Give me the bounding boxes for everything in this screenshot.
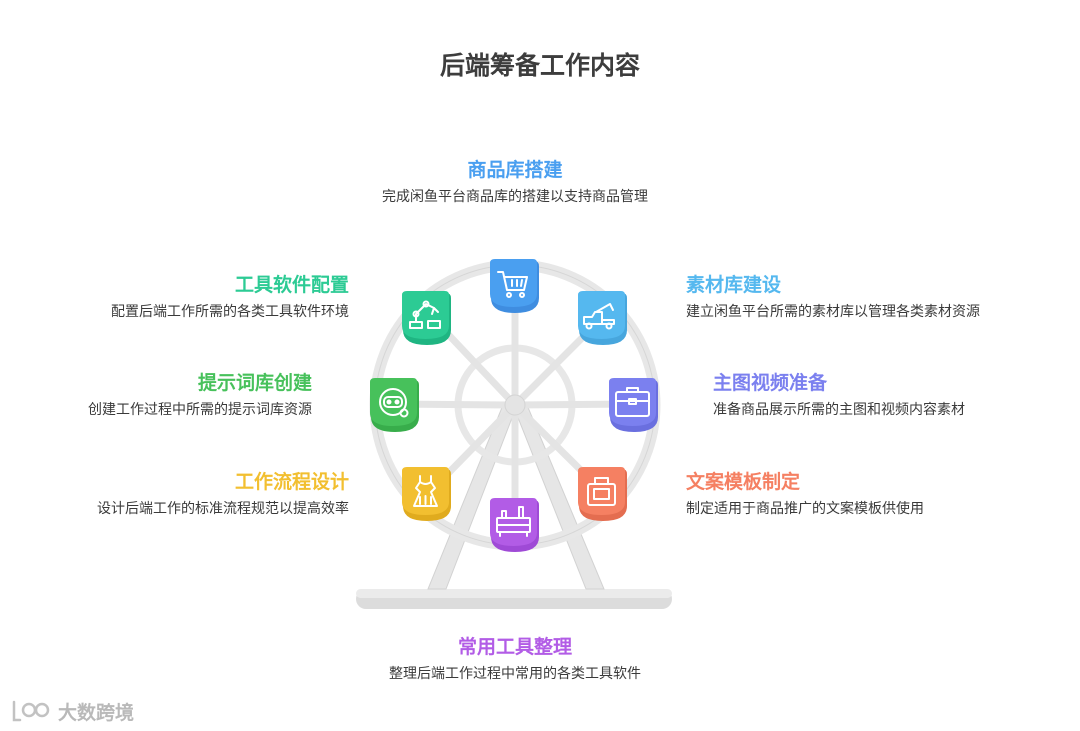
item-desc: 完成闲鱼平台商品库的搭建以支持商品管理 [382,189,648,205]
item-desc: 整理后端工作过程中常用的各类工具软件 [389,666,641,682]
item-desc: 配置后端工作所需的各类工具软件环境 [111,304,349,320]
item-title: 素材库建设 [686,274,782,296]
item-title: 工具软件配置 [234,274,349,296]
item-product-library: 商品库搭建 完成闲鱼平台商品库的搭建以支持商品管理 [340,157,690,208]
tow-truck-icon [583,303,615,330]
briefcase-icon [615,387,650,417]
item-title: 提示词库创建 [197,372,312,394]
pod-product-library [490,259,539,313]
wheel-hub [504,394,526,416]
item-title: 文案模板制定 [686,471,801,493]
bag-icon [587,477,616,506]
pod-tool-software [402,291,451,345]
pod-main-image-video [609,378,658,432]
pod-workflow-design [402,467,451,521]
item-common-tools: 常用工具整理 整理后端工作过程中常用的各类工具软件 [340,634,690,685]
item-title: 常用工具整理 [457,636,572,658]
item-title: 工作流程设计 [234,471,349,493]
pod-material-library [578,291,627,345]
watermark: 大数跨境 [10,696,134,726]
item-desc: 创建工作过程中所需的提示词库资源 [88,402,312,418]
toolbox-icon [496,506,531,537]
watermark-text: 大数跨境 [58,701,135,724]
item-main-image-video: 主图视频准备 准备商品展示所需的主图和视频内容素材 [713,370,965,421]
item-desc: 制定适用于商品推广的文案模板供使用 [686,501,924,517]
pod-prompt-library [370,378,419,432]
item-title: 主图视频准备 [713,372,828,394]
pod-common-tools [490,498,539,552]
item-tool-software: 工具软件配置 配置后端工作所需的各类工具软件环境 [111,272,349,323]
item-desc: 建立闲鱼平台所需的素材库以管理各类素材资源 [686,304,980,320]
dress-icon [413,475,438,507]
item-desc: 设计后端工作的标准流程规范以提高效率 [97,501,349,517]
item-workflow-design: 工作流程设计 设计后端工作的标准流程规范以提高效率 [97,469,349,520]
shopping-cart-icon [497,271,528,298]
item-prompt-library: 提示词库创建 创建工作过程中所需的提示词库资源 [88,370,312,421]
item-copy-template: 文案模板制定 制定适用于商品推广的文案模板供使用 [686,469,924,520]
pod-copy-template [578,467,627,521]
item-desc: 准备商品展示所需的主图和视频内容素材 [713,402,965,418]
item-title: 商品库搭建 [467,159,563,181]
page-title: 后端筹备工作内容 [439,51,640,80]
item-material-library: 素材库建设 建立闲鱼平台所需的素材库以管理各类素材资源 [686,272,980,323]
robot-icon [379,388,409,418]
watermark-logo-icon [12,700,50,722]
robot-arm-icon [409,300,441,329]
